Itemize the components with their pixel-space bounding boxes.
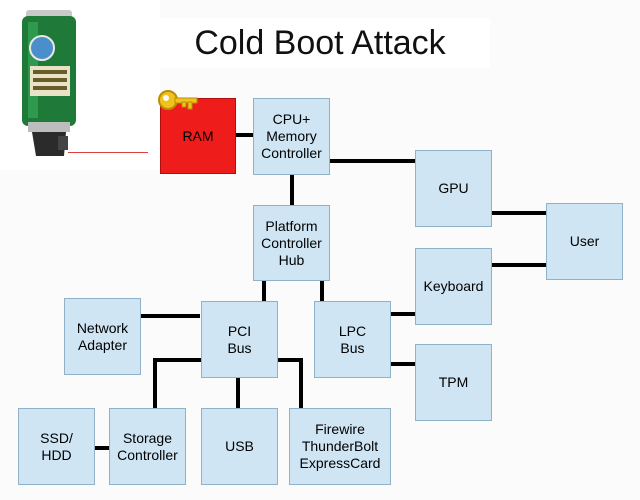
link-lpc-keyboard xyxy=(391,312,415,316)
node-pch-line-2: Controller xyxy=(261,234,322,251)
link-pci-firewire-h xyxy=(278,358,303,362)
node-ssd-line-1: SSD/ xyxy=(40,429,73,446)
node-firewire-line-2: ThunderBolt xyxy=(301,438,379,454)
link-keyboard-user xyxy=(492,263,546,267)
node-firewire-line-3: ExpressCard xyxy=(299,455,381,471)
node-ssd-hdd: SSD/ HDD xyxy=(18,408,95,485)
node-pci-line-2: Bus xyxy=(227,339,252,356)
key-icon xyxy=(158,90,198,110)
node-lpc-line-2: Bus xyxy=(340,339,365,356)
link-ram-cpu xyxy=(236,133,253,137)
node-gpu-label: GPU xyxy=(438,180,469,196)
link-network-pci xyxy=(141,314,200,318)
diagram-title: Cold Boot Attack xyxy=(150,18,490,68)
node-pch-line-3: Hub xyxy=(278,251,305,268)
node-storage-line-1: Storage xyxy=(122,429,173,446)
node-cpu-line-1: CPU+ xyxy=(272,111,311,127)
link-pci-firewire-v xyxy=(299,358,303,408)
node-user: User xyxy=(546,203,623,280)
node-pch-line-1: Platform xyxy=(265,217,318,234)
node-ram-label: RAM xyxy=(182,127,214,144)
node-user-label: User xyxy=(569,233,600,249)
node-cpu-memory-controller: CPU+ Memory Controller xyxy=(253,98,330,175)
node-cpu-line-2: Memory xyxy=(266,128,317,144)
node-lpc-line-1: LPC xyxy=(338,322,367,339)
node-firewire-line-1: Firewire xyxy=(315,421,365,437)
node-ram: RAM xyxy=(160,98,236,174)
link-pch-pci xyxy=(262,281,266,301)
node-keyboard-label: Keyboard xyxy=(423,278,484,294)
node-pci-bus: PCI Bus xyxy=(201,301,278,378)
node-network-line-2: Adapter xyxy=(77,336,128,353)
link-pci-usb xyxy=(236,378,240,408)
node-cpu-line-3: Controller xyxy=(261,145,322,161)
freeze-spray-can-icon xyxy=(0,0,160,170)
node-gpu: GPU xyxy=(415,150,492,227)
node-storage-controller: Storage Controller xyxy=(109,408,186,485)
link-ssd-storage xyxy=(95,446,109,450)
node-firewire-thunderbolt-expresscard: Firewire ThunderBolt ExpressCard xyxy=(289,408,391,485)
link-pci-storage-v xyxy=(153,358,157,408)
link-cpu-gpu-h xyxy=(330,159,415,163)
node-lpc-bus: LPC Bus xyxy=(314,301,391,378)
node-storage-line-2: Controller xyxy=(117,446,178,463)
link-cpu-pch xyxy=(290,175,294,205)
node-tpm: TPM xyxy=(415,344,492,421)
link-lpc-tpm xyxy=(391,362,415,366)
node-tpm-label: TPM xyxy=(438,374,469,390)
node-pci-line-1: PCI xyxy=(227,322,252,339)
node-network-line-1: Network xyxy=(76,319,129,336)
node-usb: USB xyxy=(201,408,278,485)
node-keyboard: Keyboard xyxy=(415,248,492,325)
node-platform-controller-hub: Platform Controller Hub xyxy=(253,205,330,281)
node-usb-label: USB xyxy=(225,438,254,454)
laser-line xyxy=(68,152,148,153)
link-gpu-user xyxy=(492,211,546,215)
link-pci-storage-h xyxy=(153,358,201,362)
node-network-adapter: Network Adapter xyxy=(64,298,141,375)
node-ssd-line-2: HDD xyxy=(41,446,72,463)
link-pch-lpc xyxy=(320,281,324,301)
